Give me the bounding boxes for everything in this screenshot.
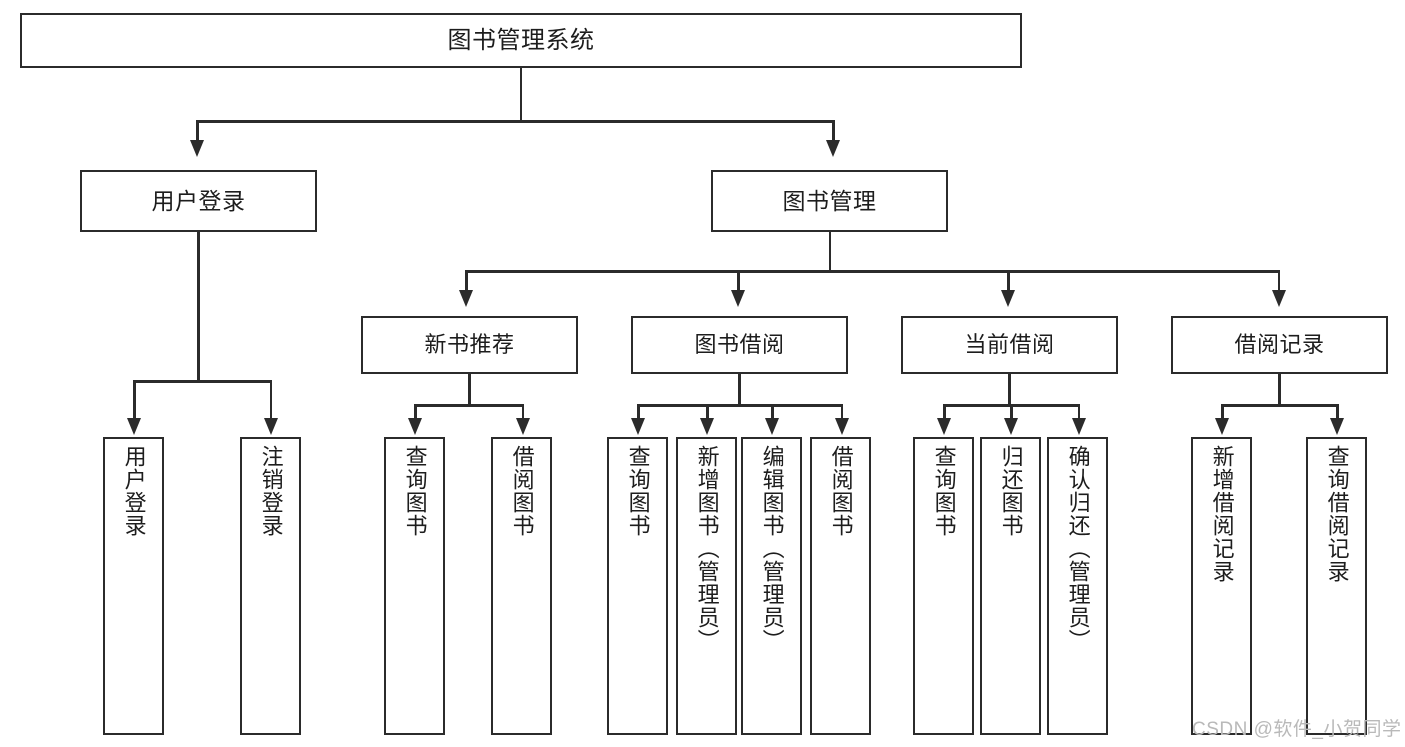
connector-user-login-stem [197,232,200,380]
arrowhead-to-book-borrow [731,290,745,307]
leaf-br-add-record[interactable]: 新增借阅记录 [1191,437,1252,735]
leaf-cb-return-book[interactable]: 归还图书 [980,437,1041,735]
connector-cb-drop-1 [943,404,946,420]
node-new-book-recommend[interactable]: 新书推荐 [361,316,578,374]
leaf-nbr-borrow-book[interactable]: 借阅图书 [491,437,552,735]
node-current-borrow[interactable]: 当前借阅 [901,316,1118,374]
connector-user-login-bus [133,380,272,383]
connector-book-management-bus [465,270,1280,273]
leaf-nbr-query-book[interactable]: 查询图书 [384,437,445,735]
connector-br-bus [1221,404,1338,407]
leaf-label: 查询图书 [402,445,428,537]
node-book-management[interactable]: 图书管理 [711,170,948,232]
leaf-label: 用户登录 [121,445,147,537]
connector-br-stem [1278,374,1281,404]
node-label: 图书管理 [782,187,877,214]
arrowhead-to-current-borrow [1001,290,1015,307]
connector-bb-bus [637,404,843,407]
arrowhead-leaf-br-add-record [1215,418,1229,435]
connector-user-login-drop-2 [269,380,272,420]
node-label: 新书推荐 [424,332,515,358]
arrowhead-leaf-bb-add-book [700,418,714,435]
leaf-bb-edit-book[interactable]: 编辑图书（管理员） [741,437,802,735]
watermark-text: CSDN @软件_小贺同学 [1192,719,1402,740]
leaf-label: 借阅图书 [509,445,535,537]
leaf-bb-query-book[interactable]: 查询图书 [607,437,668,735]
leaf-label: 查询图书 [931,445,957,537]
node-label: 用户登录 [151,187,246,214]
arrowhead-to-book-management [826,140,840,157]
connector-br-drop-2 [1336,404,1339,420]
arrowhead-leaf-nbr-borrow-book [515,418,530,435]
leaf-label: 注销登录 [258,445,284,537]
connector-user-login-drop-1 [133,380,136,420]
arrowhead-leaf-bb-edit-book [765,418,779,435]
connector-nbr-bus [414,404,524,407]
leaf-label: 新增借阅记录 [1209,445,1235,583]
connector-bm-drop-2 [737,270,740,292]
connector-br-drop-1 [1221,404,1224,420]
connector-bb-stem [738,374,741,404]
node-label: 图书管理系统 [447,26,595,54]
node-book-borrow[interactable]: 图书借阅 [631,316,848,374]
connector-nbr-drop-2 [521,404,524,420]
connector-root-drop-right [832,120,835,142]
connector-bm-drop-3 [1007,270,1010,292]
connector-root-bus [196,120,834,123]
arrowhead-leaf-nbr-query-book [408,418,422,435]
connector-bm-drop-1 [465,270,468,292]
leaf-label: 归还图书 [998,445,1024,537]
connector-bb-drop-2 [706,404,709,420]
leaf-br-query-record[interactable]: 查询借阅记录 [1306,437,1367,735]
arrowhead-to-borrow-record [1271,290,1286,307]
leaf-user-login[interactable]: 用户登录 [103,437,164,735]
connector-bb-drop-3 [771,404,774,420]
connector-cb-stem [1008,374,1011,404]
node-root-book-management-system[interactable]: 图书管理系统 [20,13,1022,68]
arrowhead-leaf-cb-confirm-return [1071,418,1086,435]
leaf-label: 确认归还（管理员） [1065,445,1091,652]
arrowhead-leaf-cb-query-book [937,418,951,435]
node-label: 当前借阅 [964,332,1055,358]
leaf-bb-add-book[interactable]: 新增图书（管理员） [676,437,737,735]
csdn-watermark: CSDN @软件_小贺同学 [1192,714,1401,741]
arrowhead-leaf-br-query-record [1330,418,1344,435]
leaf-logout[interactable]: 注销登录 [240,437,301,735]
arrowhead-leaf-logout [263,418,278,435]
arrowhead-leaf-bb-borrow-book [834,418,849,435]
node-label: 借阅记录 [1234,332,1325,358]
connector-root-stem [519,68,522,120]
arrowhead-to-new-book-recommend [459,290,473,307]
leaf-label: 借阅图书 [828,445,854,537]
leaf-label: 查询图书 [625,445,651,537]
connector-nbr-stem [468,374,471,404]
leaf-cb-confirm-return[interactable]: 确认归还（管理员） [1047,437,1108,735]
node-user-login[interactable]: 用户登录 [80,170,317,232]
connector-cb-drop-3 [1077,404,1080,420]
node-borrow-record[interactable]: 借阅记录 [1171,316,1388,374]
leaf-label: 新增图书（管理员） [694,445,720,652]
connector-book-management-stem [828,232,831,270]
arrowhead-to-user-login [190,140,204,157]
leaf-label: 编辑图书（管理员） [759,445,785,652]
connector-nbr-drop-1 [414,404,417,420]
connector-bm-drop-4 [1277,270,1280,292]
leaf-cb-query-book[interactable]: 查询图书 [913,437,974,735]
leaf-bb-borrow-book[interactable]: 借阅图书 [810,437,871,735]
connector-bb-drop-1 [637,404,640,420]
arrowhead-leaf-bb-query-book [631,418,645,435]
arrowhead-leaf-user-login [127,418,141,435]
leaf-label: 查询借阅记录 [1324,445,1350,583]
connector-root-drop-left [196,120,199,142]
connector-bb-drop-4 [840,404,843,420]
connector-cb-drop-2 [1010,404,1013,420]
arrowhead-leaf-cb-return-book [1004,418,1018,435]
node-label: 图书借阅 [694,332,785,358]
